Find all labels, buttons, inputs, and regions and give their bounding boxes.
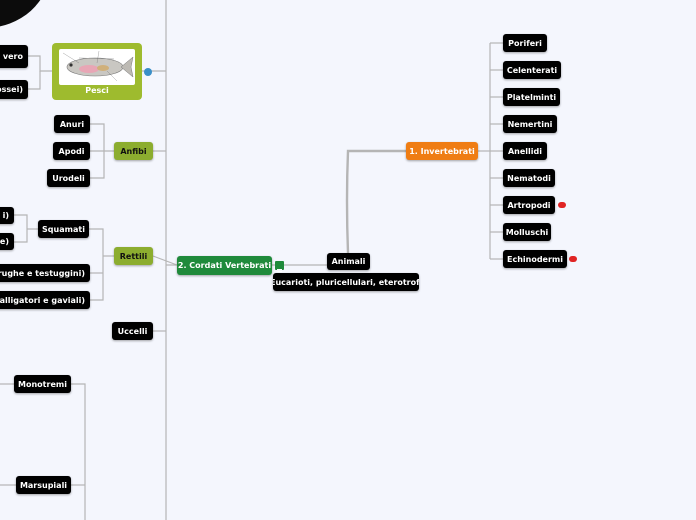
invertebrati-item-nematodi[interactable]: Nematodi — [503, 169, 555, 187]
uccelli-topic[interactable]: Uccelli — [112, 322, 153, 340]
mammiferi-child-monotremi[interactable]: Monotremi — [14, 375, 71, 393]
squamati-child-2[interactable]: e) — [0, 233, 14, 250]
anfibi-child-anuri[interactable]: Anuri — [54, 115, 90, 133]
rettili-topic[interactable]: Rettili — [114, 247, 153, 265]
pesci-child-1[interactable]: vero — [0, 45, 28, 68]
cordati-vertebrati-topic[interactable]: 2. Cordati Vertebrati — [177, 256, 272, 275]
invertebrati-item-molluschi[interactable]: Molluschi — [503, 223, 551, 241]
invertebrati-item-anellidi[interactable]: Anellidi — [503, 142, 547, 160]
invertebrati-topic[interactable]: 1. Invertebrati — [406, 142, 478, 160]
note-icon[interactable] — [275, 261, 284, 274]
link-icon[interactable] — [144, 68, 152, 76]
pesci-topic[interactable]: Pesci — [52, 43, 142, 100]
invertebrati-item-nemertini[interactable]: Nemertini — [503, 115, 557, 133]
squamati-topic[interactable]: Squamati — [38, 220, 89, 238]
invertebrati-item-platelminti[interactable]: Platelminti — [503, 88, 560, 106]
invertebrati-item-poriferi[interactable]: Poriferi — [503, 34, 547, 52]
rettili-child-coccodrilli[interactable]: li, alligatori e gaviali) — [0, 291, 90, 309]
collapsed-badge-icon[interactable] — [558, 202, 566, 208]
invertebrati-item-artropodi[interactable]: Artropodi — [503, 196, 555, 214]
anfibi-topic[interactable]: Anfibi — [114, 142, 153, 160]
fish-anatomy-image — [59, 49, 135, 85]
mammiferi-child-marsupiali[interactable]: Marsupiali — [16, 476, 71, 494]
invertebrati-item-echinodermi[interactable]: Echinodermi — [503, 250, 567, 268]
squamati-child-1[interactable]: i) — [0, 207, 14, 224]
collapsed-badge-icon[interactable] — [569, 256, 577, 262]
rettili-child-testuggini[interactable]: tarughe e testuggini) — [0, 264, 90, 282]
fish-icon — [62, 50, 134, 82]
anfibi-child-urodeli[interactable]: Urodeli — [47, 169, 90, 187]
pesci-label: Pesci — [85, 86, 109, 95]
anfibi-child-apodi[interactable]: Apodi — [53, 142, 90, 160]
animali-description[interactable]: Eucarioti, pluricellulari, eterotrofi — [273, 273, 419, 291]
animali-central-topic[interactable]: Animali — [327, 253, 370, 270]
invertebrati-item-celenterati[interactable]: Celenterati — [503, 61, 561, 79]
